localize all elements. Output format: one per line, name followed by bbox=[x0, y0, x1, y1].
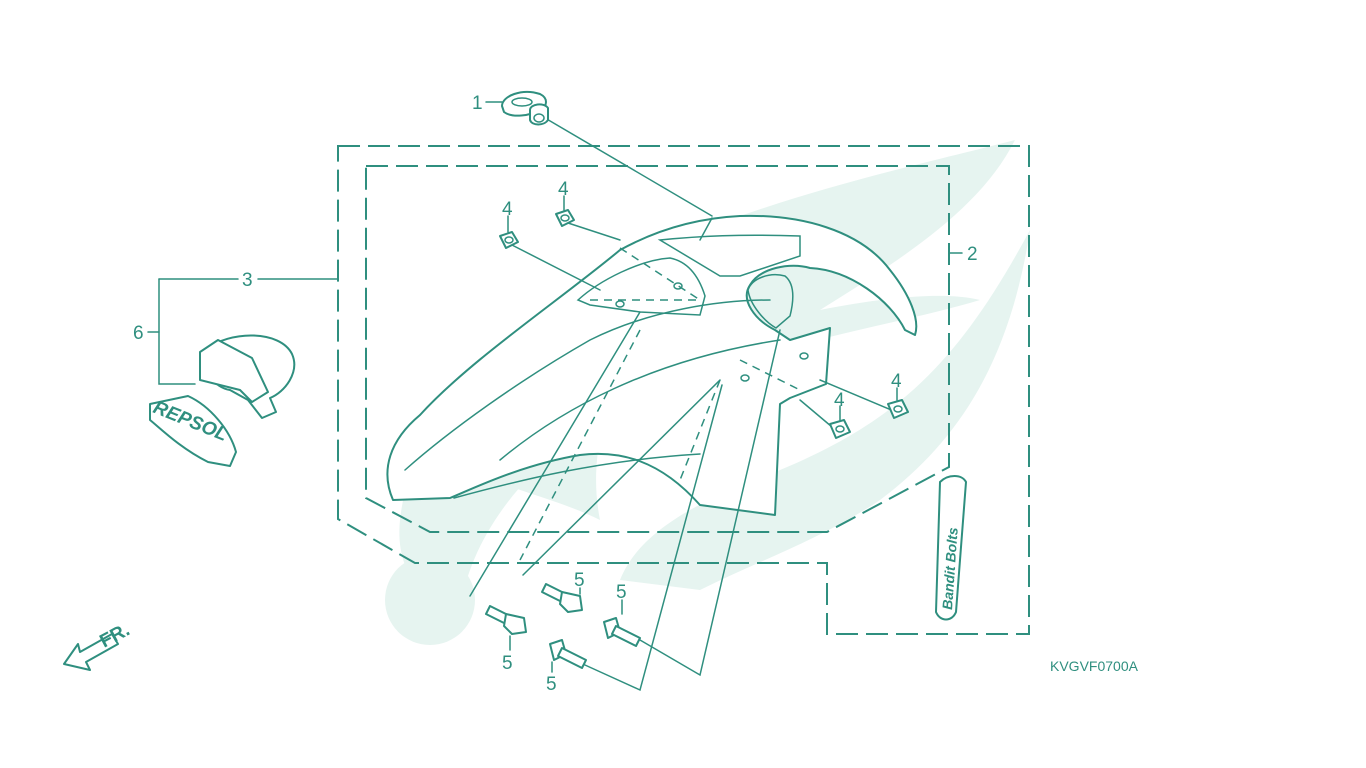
callout-5-b: 5 bbox=[616, 582, 627, 603]
fender-stripe-decal: Bandit Bolts bbox=[935, 475, 967, 621]
callout-2: 2 bbox=[967, 244, 978, 265]
repsol-decal-part-6: REPSOL bbox=[149, 334, 296, 467]
callout-4-a: 4 bbox=[502, 199, 513, 220]
stripe-decal-text: Bandit Bolts bbox=[939, 527, 961, 611]
callout-5-a: 5 bbox=[574, 570, 585, 591]
callout-3: 3 bbox=[242, 270, 253, 291]
callout-5-c: 5 bbox=[502, 653, 513, 674]
bolt-part-5-c bbox=[549, 639, 587, 669]
nut-part-4-d bbox=[887, 399, 909, 419]
nut-part-4-b bbox=[555, 209, 575, 227]
nut-part-4-a bbox=[499, 231, 519, 249]
inner-group-boundary bbox=[365, 165, 950, 533]
bolt-part-5-a bbox=[485, 605, 527, 635]
callout-4-b: 4 bbox=[558, 179, 569, 200]
diagram-code: KVGVF0700A bbox=[1050, 658, 1139, 674]
leader-lines bbox=[469, 117, 897, 692]
callout-5-d: 5 bbox=[546, 674, 557, 695]
front-fender bbox=[386, 214, 918, 516]
callout-4-c: 4 bbox=[834, 390, 845, 411]
callout-leaders bbox=[147, 101, 963, 673]
grommet-part-1 bbox=[501, 90, 549, 126]
front-direction-arrow: FR. bbox=[63, 620, 133, 671]
outer-group-boundary bbox=[337, 145, 1030, 635]
callout-4-d: 4 bbox=[891, 371, 902, 392]
nut-part-4-c bbox=[829, 419, 851, 439]
callout-1: 1 bbox=[472, 93, 483, 114]
callout-6: 6 bbox=[133, 323, 144, 344]
bolt-part-5-b bbox=[541, 583, 583, 613]
bolt-part-5-d bbox=[603, 617, 641, 647]
